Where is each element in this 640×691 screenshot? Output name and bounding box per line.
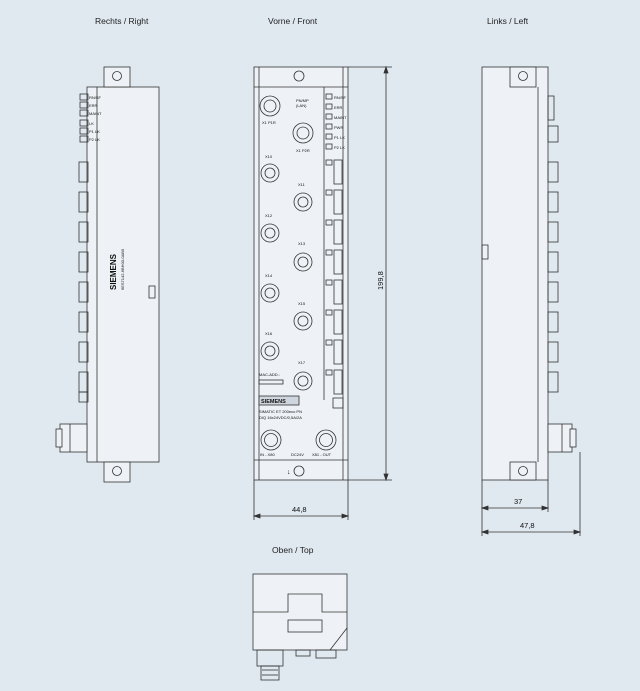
front-port-x1p2r xyxy=(292,122,314,144)
dc-label: DC24V xyxy=(291,452,304,457)
svg-text:MAINT: MAINT xyxy=(89,111,102,116)
svg-text:44,8: 44,8 xyxy=(292,505,307,514)
svg-text:PWR: PWR xyxy=(334,125,343,130)
port-x17-label: X17 xyxy=(298,360,306,365)
left-depth-dimension: 37 47,8 xyxy=(480,452,582,536)
right-view-title: Rechts / Right xyxy=(95,16,149,26)
front-view-drawing: PN/MP(LAN) X1 P1R X1 P2R X10 X12 X14 X16… xyxy=(253,66,349,481)
svg-text:MAINT: MAINT xyxy=(334,115,347,120)
front-led-stack xyxy=(325,93,333,150)
svg-text:RN/SF: RN/SF xyxy=(89,95,102,100)
front-brand: SIEMENS xyxy=(261,399,286,405)
svg-text:RN/SF: RN/SF xyxy=(334,95,347,100)
svg-text:P1 LK: P1 LK xyxy=(89,129,100,134)
product-line-1: SIMATIC ET 200eco PN xyxy=(259,409,302,414)
port-x11-label: X11 xyxy=(298,182,306,187)
profinet-label: PN/MP(LAN) xyxy=(296,98,309,108)
svg-text:47,8: 47,8 xyxy=(520,521,535,530)
port-x10-label: X10 xyxy=(265,154,273,159)
top-view-title: Oben / Top xyxy=(272,545,314,555)
front-ports-right xyxy=(293,192,313,391)
right-connector-clips xyxy=(78,161,89,403)
right-brand: SIEMENS xyxy=(109,253,118,290)
power-out-label: X81 - OUT xyxy=(312,452,332,457)
svg-text:P2 LK: P2 LK xyxy=(334,145,345,150)
svg-text:ERR: ERR xyxy=(89,103,98,108)
front-led-labels: RN/SF ERR MAINT PWR P1 LK P2 LK xyxy=(334,95,347,150)
right-led-stack xyxy=(79,93,89,143)
port-x1p1r-label: X1 P1R xyxy=(262,120,276,125)
port-x1p2r-label: X1 P2R xyxy=(296,148,310,153)
front-port-x1p1r xyxy=(259,95,281,117)
right-view-drawing: RN/SF ERR MAINT LK P1 LK P2 LK SIEMENS 6… xyxy=(55,66,160,483)
front-power-in-connector xyxy=(260,429,282,451)
right-order-number: 6ES7142-6BH00-0AB0 xyxy=(120,248,125,290)
mac-label: MAC-ADD.: xyxy=(259,372,280,377)
front-ports-left xyxy=(260,163,280,361)
port-x13-label: X13 xyxy=(298,241,306,246)
port-x14-label: X14 xyxy=(265,273,273,278)
down-arrow-icon: ↓ xyxy=(287,469,291,476)
front-channel-clips xyxy=(325,159,343,395)
svg-text:LK: LK xyxy=(89,121,94,126)
product-line-2: DIQ 16x24VDC/0,5A/2A xyxy=(259,415,302,420)
power-in-label: IN - X80 xyxy=(260,452,275,457)
left-view-drawing xyxy=(481,66,577,481)
front-view-title: Vorne / Front xyxy=(268,16,318,26)
front-width-dimension: 44,8 xyxy=(252,480,350,520)
port-x12-label: X12 xyxy=(265,213,273,218)
height-dimension: 199,8 xyxy=(348,65,392,482)
svg-text:P1 LK: P1 LK xyxy=(334,135,345,140)
svg-text:37: 37 xyxy=(514,497,522,506)
port-x15-label: X15 xyxy=(298,301,306,306)
front-power-out-connector xyxy=(315,429,337,451)
left-connector-clips xyxy=(547,95,559,393)
right-led-labels: RN/SF ERR MAINT LK P1 LK P2 LK xyxy=(89,95,102,142)
left-view-title: Links / Left xyxy=(487,16,529,26)
svg-text:199,8: 199,8 xyxy=(376,271,385,290)
svg-text:P2 LK: P2 LK xyxy=(89,137,100,142)
svg-text:ERR: ERR xyxy=(334,105,343,110)
top-view-drawing xyxy=(252,573,348,681)
port-x16-label: X16 xyxy=(265,331,273,336)
